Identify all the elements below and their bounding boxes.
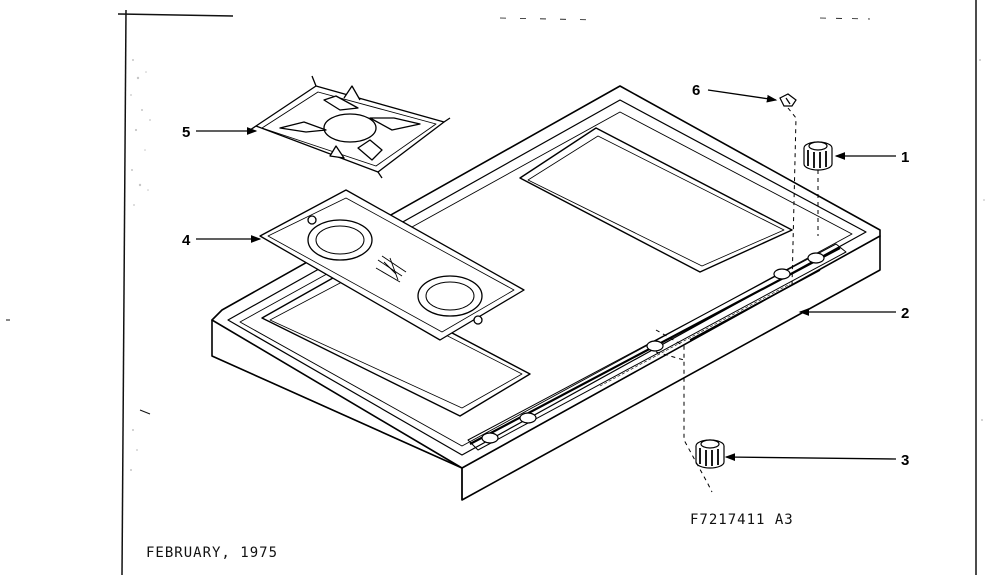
diagram-date: FEBRUARY, 1975 xyxy=(146,545,279,561)
callout-leaders xyxy=(196,89,897,462)
burner-grate xyxy=(249,75,451,179)
control-knob-3 xyxy=(695,439,725,469)
callout-6: 6 xyxy=(692,82,700,99)
leader-3 xyxy=(724,453,897,462)
leader-6 xyxy=(707,89,778,103)
callout-1: 1 xyxy=(901,149,909,166)
callout-4: 4 xyxy=(182,232,191,249)
cooktop-frame xyxy=(211,85,881,501)
scan-speckle xyxy=(130,59,985,471)
burner-plate xyxy=(259,189,525,341)
figure-number: F7217411 A3 xyxy=(690,512,794,528)
scan-border xyxy=(6,0,977,575)
assembly-dash-lines xyxy=(655,107,819,493)
control-knob-1 xyxy=(803,141,833,171)
callout-3: 3 xyxy=(901,452,909,469)
callout-2: 2 xyxy=(901,305,909,322)
callout-5: 5 xyxy=(182,124,190,141)
retaining-clip xyxy=(779,93,797,107)
